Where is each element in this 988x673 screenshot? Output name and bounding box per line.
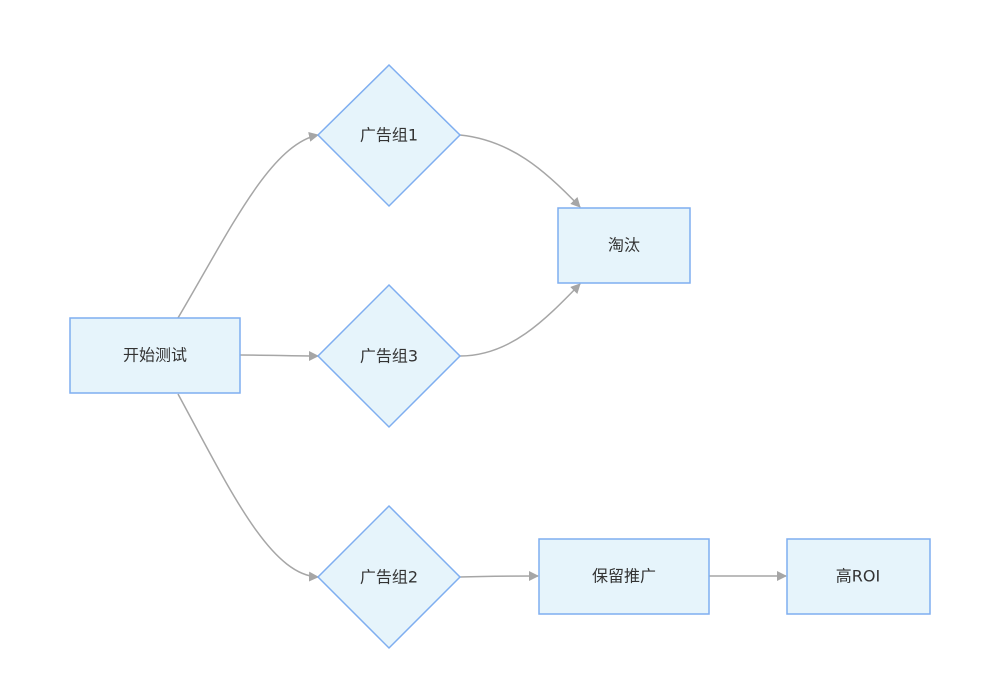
node-group3-label: 广告组3 bbox=[360, 347, 418, 366]
node-eliminate[interactable]: 淘汰 bbox=[557, 207, 691, 284]
node-keep[interactable]: 保留推广 bbox=[538, 538, 710, 615]
node-eliminate-label: 淘汰 bbox=[608, 236, 640, 255]
node-high-roi[interactable]: 高ROI bbox=[786, 538, 931, 615]
node-group2-label: 广告组2 bbox=[360, 568, 418, 587]
edge-group3-to-eliminate bbox=[459, 283, 581, 357]
edge-start-to-group3 bbox=[239, 350, 319, 361]
node-start[interactable]: 开始测试 bbox=[69, 317, 241, 394]
node-keep-label: 保留推广 bbox=[592, 567, 656, 586]
edge-start-to-group2 bbox=[177, 393, 319, 582]
node-group1-label: 广告组1 bbox=[360, 126, 418, 145]
node-group1[interactable]: 广告组1 bbox=[316, 63, 462, 208]
node-start-label: 开始测试 bbox=[123, 346, 187, 365]
node-group2[interactable]: 广告组2 bbox=[316, 504, 462, 650]
edge-start-to-group1 bbox=[177, 131, 319, 319]
edge-group1-to-eliminate bbox=[459, 134, 581, 208]
edge-group2-to-keep bbox=[459, 571, 539, 582]
node-high-roi-label: 高ROI bbox=[836, 567, 880, 586]
node-group3[interactable]: 广告组3 bbox=[316, 283, 462, 429]
